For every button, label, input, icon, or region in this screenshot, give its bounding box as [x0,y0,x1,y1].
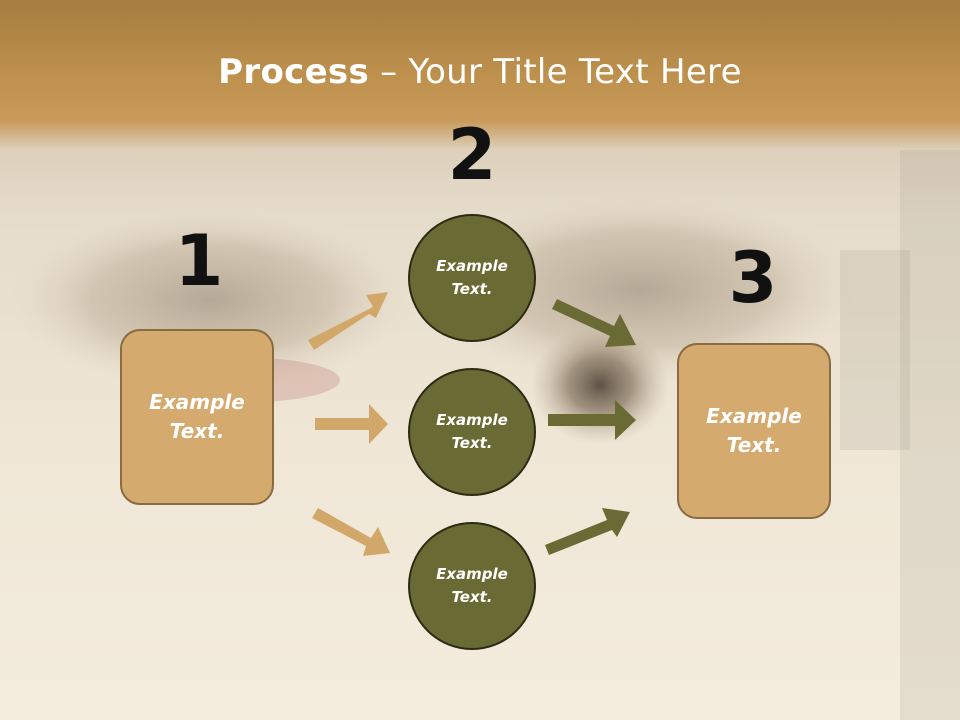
arrow-middle-to-3 [548,400,636,440]
step-box-1-label: Example Text. [149,390,245,443]
step-box-3-label: Example Text. [706,404,802,457]
title-bold: Process [218,52,370,92]
step-number-2: 2 [447,114,497,196]
left-arrows [308,292,390,556]
circle-middle: Example Text. [408,368,536,496]
arrow-bottom-to-3 [545,508,630,555]
arrow-top-to-3 [552,299,636,347]
circle-top-label: Example Text. [436,257,508,298]
circle-bottom: Example Text. [408,522,536,650]
arrow-1-to-bottom [312,508,390,556]
arrow-1-to-middle [315,404,388,444]
right-arrows [545,299,636,555]
step-number-3: 3 [728,237,778,319]
header-band [0,0,960,150]
circle-top: Example Text. [408,214,536,342]
step-number-1: 1 [174,220,224,302]
circle-bottom-label: Example Text. [436,565,508,606]
circle-middle-label: Example Text. [436,411,508,452]
step-box-3: Example Text. [677,343,831,519]
title-rest: – Your Title Text Here [369,52,742,92]
arrow-1-to-top [308,292,388,350]
slide-title: Process – Your Title Text Here [0,52,960,92]
step-box-1: Example Text. [120,329,274,505]
